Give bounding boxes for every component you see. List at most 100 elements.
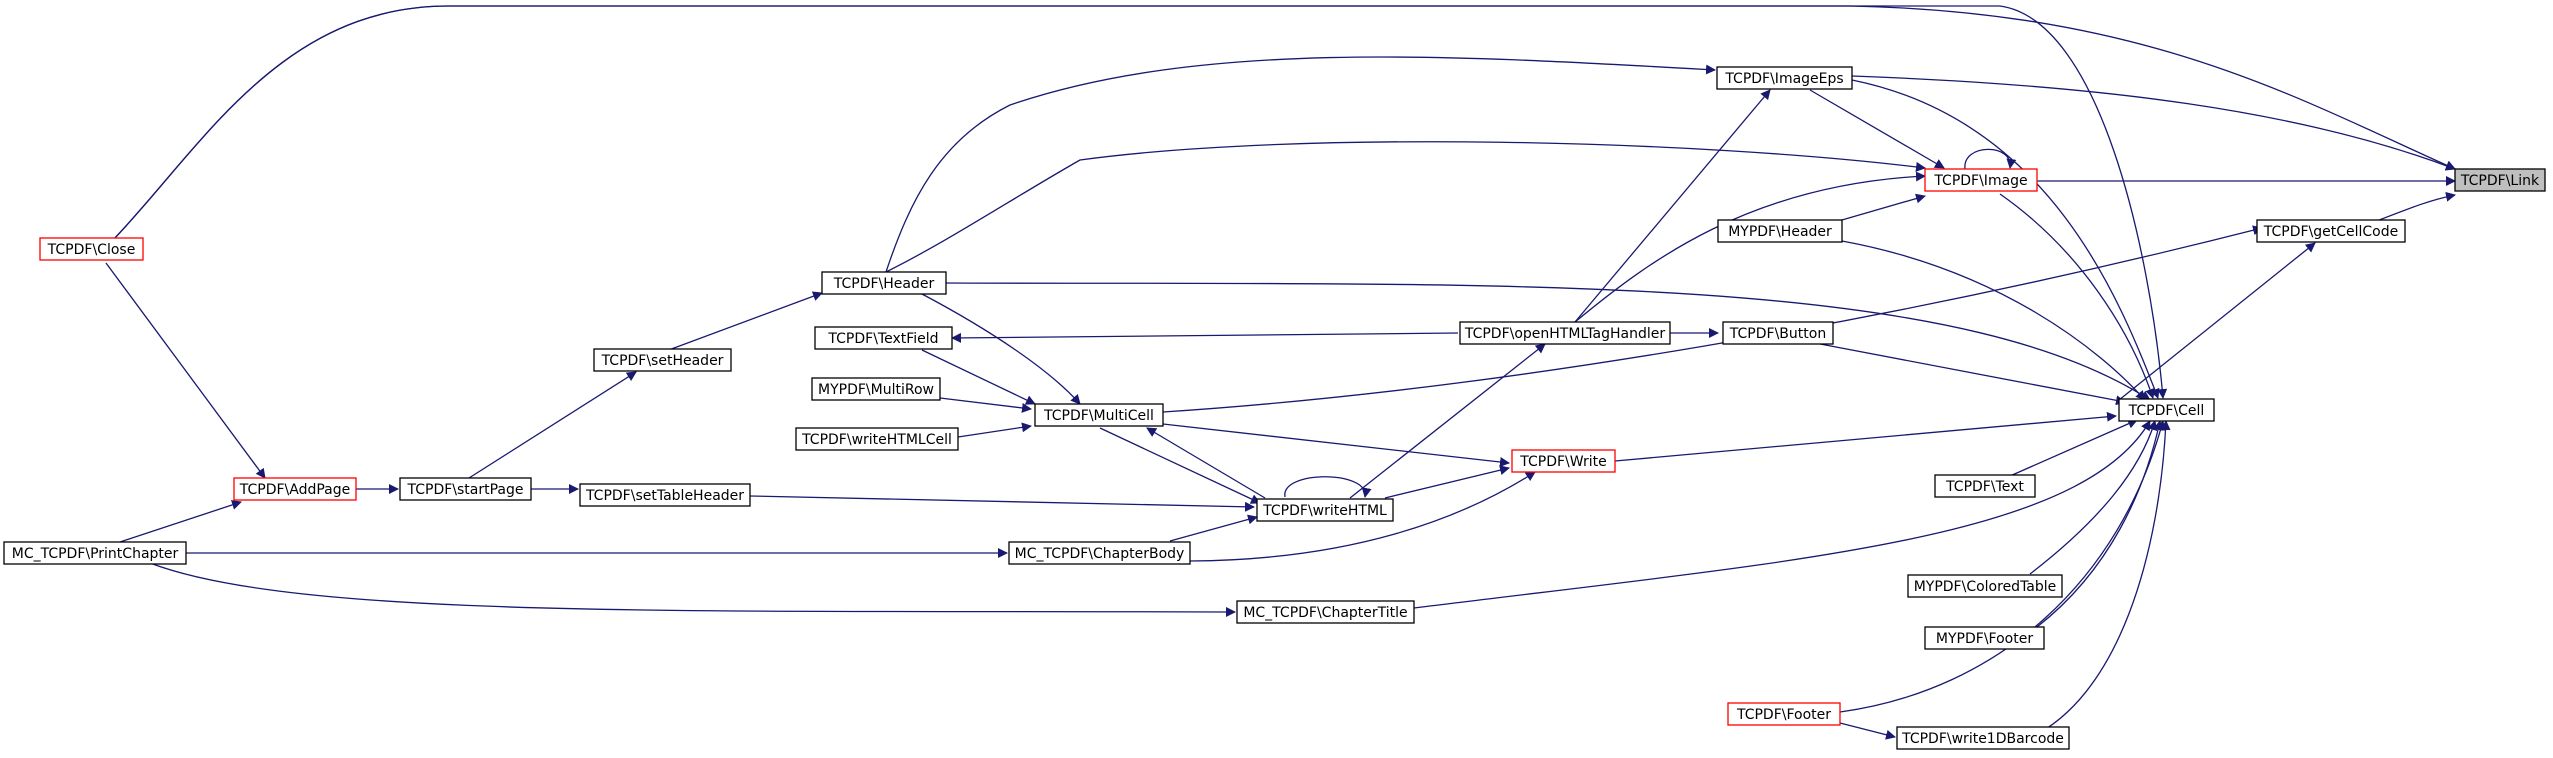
edge-writehtml-to-openhtml <box>1349 343 1546 499</box>
node-myheader[interactable]: MYPDF\Header <box>1717 219 1843 243</box>
node-imageeps[interactable]: TCPDF\ImageEps <box>1716 66 1853 90</box>
node-label: MC_TCPDF\ChapterBody <box>1015 546 1185 562</box>
edge-imageeps-to-cell <box>1851 79 2160 399</box>
edge-printchapter-to-addpage <box>119 500 242 543</box>
node-footer[interactable]: TCPDF\Footer <box>1727 702 1841 726</box>
node-box <box>593 348 732 372</box>
node-label: TCPDF\writeHTML <box>1262 503 1387 519</box>
node-label: TCPDF\writeHTMLCell <box>801 432 952 448</box>
node-setheader[interactable]: TCPDF\setHeader <box>593 348 732 372</box>
edge-chapterbody-to-writehtml <box>1169 514 1258 542</box>
node-label: TCPDF\Write <box>1519 454 1606 470</box>
edge-chaptertitle-to-cell <box>1413 420 2151 609</box>
node-chapterbody[interactable]: MC_TCPDF\ChapterBody <box>1008 541 1191 565</box>
node-box <box>1008 541 1191 565</box>
node-label: TCPDF\Text <box>1945 479 2024 495</box>
node-box <box>3 541 187 565</box>
edge-writehtml-self <box>1284 476 1372 498</box>
node-writehtml[interactable]: TCPDF\writeHTML <box>1256 498 1394 522</box>
edge-writehtml-to-write <box>1384 465 1510 499</box>
node-label: MC_TCPDF\ChapterTitle <box>1243 605 1407 621</box>
node-addpage[interactable]: TCPDF\AddPage <box>233 477 357 501</box>
node-box <box>1716 66 1853 90</box>
call-graph-nodes: TCPDF\Link TCPDF\Image TCPDF\ImageEpsTCPDF… <box>3 66 2546 750</box>
node-box <box>811 377 941 401</box>
node-box <box>2256 219 2406 243</box>
node-label: TCPDF\ImageEps <box>1724 71 1843 87</box>
node-box <box>814 326 953 350</box>
node-box <box>1722 321 1834 345</box>
edge-printchapter-to-chaptertitle <box>149 562 1236 617</box>
node-box <box>1717 219 1843 243</box>
node-label: TCPDF\MultiCell <box>1043 408 1154 424</box>
node-box <box>579 483 751 507</box>
node-myfooter[interactable]: MYPDF\Footer <box>1924 626 2045 650</box>
node-multicell[interactable]: TCPDF\MultiCell <box>1034 403 1164 427</box>
node-label: TCPDF\openHTMLTagHandler <box>1464 326 1666 342</box>
edge-image-to-cell <box>1999 193 2155 399</box>
edge-myheader-to-cell <box>1841 240 2146 401</box>
node-link[interactable]: TCPDF\Link <box>2454 168 2546 192</box>
node-chaptertitle[interactable]: MC_TCPDF\ChapterTitle <box>1236 600 1415 624</box>
edge-header-to-image <box>885 141 1926 273</box>
node-label: TCPDF\getCellCode <box>2263 224 2399 240</box>
node-button[interactable]: TCPDF\Button <box>1722 321 1834 345</box>
edge-multicell-to-writehtml <box>1099 427 1261 504</box>
edge-header-to-imageeps <box>885 56 1716 273</box>
node-multirow[interactable]: MYPDF\MultiRow <box>811 377 941 401</box>
node-startpage[interactable]: TCPDF\startPage <box>399 477 532 501</box>
node-box <box>1907 574 2063 598</box>
edge-write-to-cell <box>1614 411 2117 462</box>
edge-text-to-cell <box>2009 419 2138 477</box>
edge-settableheader-to-writehtml <box>749 495 1255 512</box>
node-writehtmlcell[interactable]: TCPDF\writeHTMLCell <box>795 427 959 451</box>
node-settableheader[interactable]: TCPDF\setTableHeader <box>579 483 751 507</box>
node-box <box>2454 168 2546 192</box>
call-edges <box>105 5 2456 741</box>
node-getcellcode[interactable]: TCPDF\getCellCode <box>2256 219 2406 243</box>
node-box <box>1511 449 1616 473</box>
node-openhtml[interactable]: TCPDF\openHTMLTagHandler <box>1459 321 1671 345</box>
node-header[interactable]: TCPDF\Header <box>821 271 947 295</box>
edge-multirow-to-multicell <box>939 397 1032 413</box>
node-label: MYPDF\Footer <box>1936 631 2033 647</box>
node-textfield[interactable]: TCPDF\TextField <box>814 326 953 350</box>
edge-startpage-to-setheader <box>468 371 637 479</box>
edge-image-self <box>1964 148 2017 170</box>
node-box <box>1727 702 1841 726</box>
node-label: TCPDF\startPage <box>407 482 524 498</box>
edge-multicell-to-cell <box>1162 225 2263 413</box>
edge-myheader-to-image <box>1834 193 1926 223</box>
node-write1d[interactable]: TCPDF\write1DBarcode <box>1896 726 2070 750</box>
node-label: TCPDF\Link <box>2460 173 2540 189</box>
edge-openhtml-to-image <box>1574 171 1926 323</box>
node-close[interactable]: TCPDF\Close <box>39 237 144 261</box>
node-coloredtable[interactable]: MYPDF\ColoredTable <box>1907 574 2063 598</box>
node-image[interactable]: TCPDF\Image <box>1924 168 2038 192</box>
node-box <box>1034 403 1164 427</box>
node-printchapter[interactable]: MC_TCPDF\PrintChapter <box>3 541 187 565</box>
node-box <box>2118 398 2215 422</box>
node-label: TCPDF\Footer <box>1736 707 1831 723</box>
node-label: TCPDF\setHeader <box>601 353 724 369</box>
node-label: MYPDF\Header <box>1728 224 1832 240</box>
node-label: TCPDF\setTableHeader <box>585 488 744 504</box>
edge-close-to-addpage <box>105 262 266 479</box>
node-label: TCPDF\Cell <box>2128 403 2205 419</box>
node-text[interactable]: TCPDF\Text <box>1934 474 2036 498</box>
edge-openhtml-to-imageeps <box>1574 89 1771 323</box>
node-box <box>399 477 532 501</box>
node-cell[interactable]: TCPDF\Cell <box>2118 398 2215 422</box>
node-write[interactable]: TCPDF\Write <box>1511 449 1616 473</box>
edge-getcellcode-to-link <box>2373 191 2456 223</box>
node-box <box>1236 600 1415 624</box>
edge-multicell-to-write <box>1162 423 1510 467</box>
edge-button-to-cell <box>1814 342 2126 406</box>
edge-openhtml-to-textfield <box>951 332 1459 343</box>
node-label: MYPDF\MultiRow <box>818 382 934 398</box>
node-label: TCPDF\write1DBarcode <box>1901 731 2064 747</box>
node-box <box>233 477 357 501</box>
node-box <box>1459 321 1671 345</box>
edge-close-to-cell <box>111 5 2168 399</box>
